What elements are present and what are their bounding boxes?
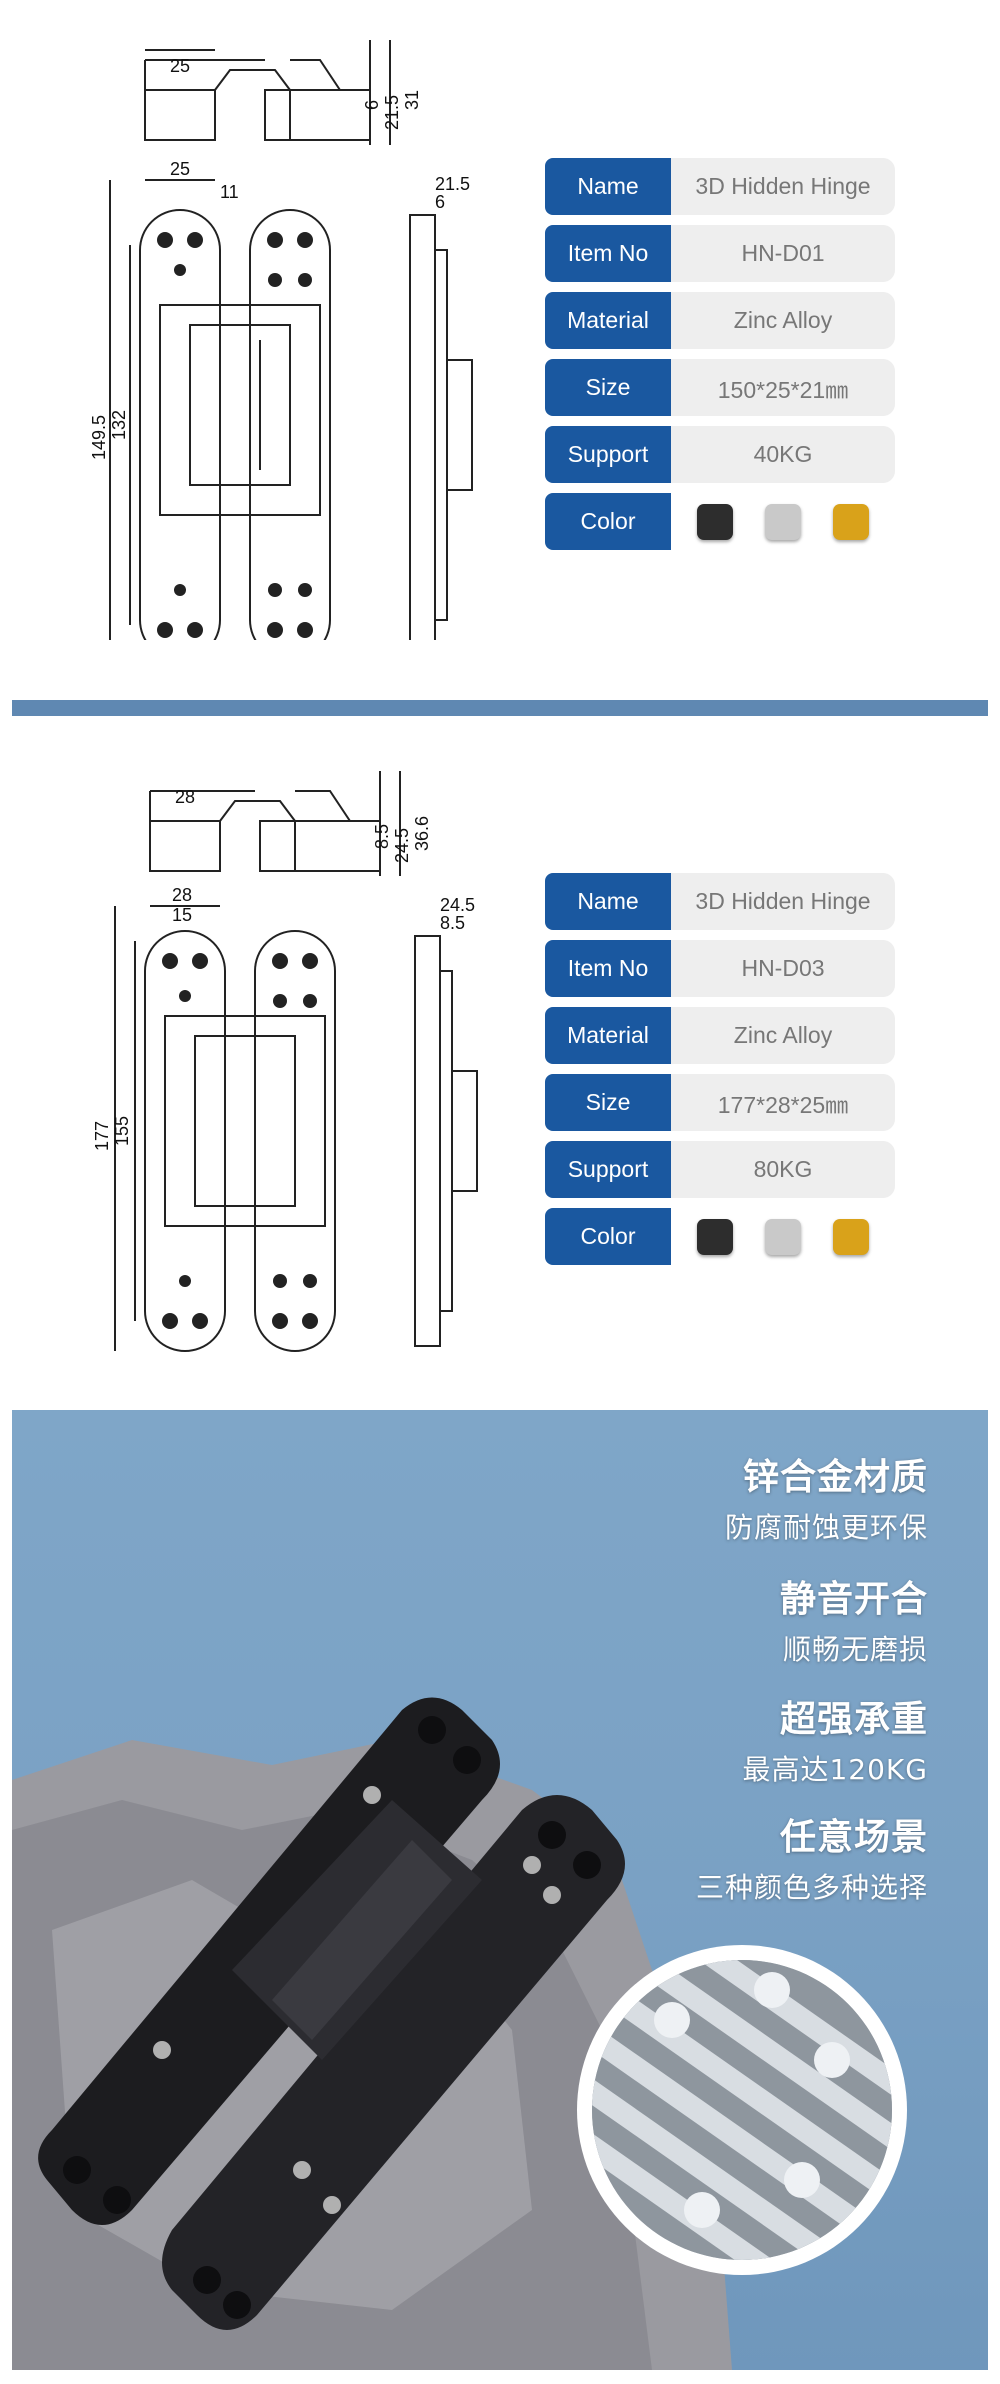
technical-drawing: 25 6 21.5 31 25 11 149.5 132 21.5 6: [89, 40, 473, 640]
spec-value: 80KG: [671, 1141, 895, 1198]
product-section-d03: 28 8.5 24.5 36.6 28 15 177 155 24.5 8.5 …: [0, 716, 1000, 1410]
product-section-d01: 25 6 21.5 31 25 11 149.5 132 21.5 6 Name…: [0, 0, 1000, 700]
spec-label: Name: [545, 158, 671, 215]
feature-banner: 锌合金材质 防腐耐蚀更环保 静音开合 顺畅无磨损 超强承重 最高达120KG 任…: [12, 1410, 988, 2370]
spec-value: Zinc Alloy: [671, 292, 895, 349]
spec-value: 3D Hidden Hinge: [671, 158, 895, 215]
spec-label: Item No: [545, 225, 671, 282]
hinge-product-image: [38, 1697, 625, 2330]
color-swatch-black[interactable]: [697, 1218, 733, 1255]
spec-label: Support: [545, 426, 671, 483]
feature-subtitle: 防腐耐蚀更环保: [724, 1511, 928, 1544]
feature-load: 超强承重 最高达120KG: [742, 1690, 928, 1788]
spec-label: Size: [545, 1074, 671, 1131]
dim-top-h3: 36.6: [412, 816, 432, 851]
dim-top-h1: 8.5: [372, 824, 392, 849]
dim-length-inner: 155: [112, 1116, 132, 1146]
dim-top-h2: 21.5: [382, 95, 402, 130]
spec-label: Name: [545, 873, 671, 930]
color-swatches: [671, 1208, 895, 1265]
dim-length-inner: 132: [109, 410, 129, 440]
spec-label: Material: [545, 1007, 671, 1064]
feature-subtitle: 最高达120KG: [742, 1753, 928, 1786]
spec-row-color: Color: [545, 493, 895, 550]
feature-subtitle: 三种颜色多种选择: [695, 1871, 928, 1904]
spec-label: Material: [545, 292, 671, 349]
dim-side-offset: 6: [435, 192, 445, 212]
color-swatch-silver[interactable]: [765, 503, 801, 540]
feature-title: 静音开合: [779, 1579, 928, 1620]
color-swatches: [671, 493, 895, 550]
spec-label: Color: [545, 1208, 671, 1265]
color-swatch-silver[interactable]: [765, 1218, 801, 1255]
feature-zinc-alloy: 锌合金材质 防腐耐蚀更环保: [725, 1448, 928, 1546]
dim-top-width: 28: [175, 787, 195, 807]
dim-side-offset: 8.5: [440, 913, 465, 933]
section-divider: [12, 700, 988, 716]
dim-top-h3: 31: [402, 90, 422, 110]
spec-label: Color: [545, 493, 671, 550]
dim-top-h2: 24.5: [392, 828, 412, 863]
dim-length-total: 149.5: [89, 415, 109, 460]
feature-subtitle: 顺畅无磨损: [782, 1633, 928, 1666]
dim-top-width: 25: [170, 56, 190, 76]
dim-top-h1: 6: [362, 100, 382, 110]
spec-value: HN-D01: [671, 225, 895, 282]
dim-body-width: 25: [170, 159, 190, 179]
spec-value: 3D Hidden Hinge: [671, 873, 895, 930]
color-swatch-gold[interactable]: [833, 1218, 869, 1255]
spec-value: HN-D03: [671, 940, 895, 997]
dim-length-total: 177: [92, 1121, 112, 1151]
zinc-rods-image: [577, 1945, 907, 2275]
dim-hole: 11: [220, 182, 239, 202]
dim-side-width: 24.5: [440, 895, 475, 915]
dim-body-width: 28: [172, 885, 192, 905]
feature-title: 锌合金材质: [742, 1457, 928, 1498]
color-swatch-black[interactable]: [697, 503, 733, 540]
feature-title: 超强承重: [779, 1699, 928, 1740]
technical-drawing: 28 8.5 24.5 36.6 28 15 177 155 24.5 8.5: [92, 771, 478, 1352]
feature-silent: 静音开合 顺畅无磨损: [780, 1570, 928, 1668]
spec-value: Zinc Alloy: [671, 1007, 895, 1064]
banner-illustration: [12, 1697, 907, 2370]
spec-value: 150*25*21㎜: [671, 359, 895, 416]
spec-value: 40KG: [671, 426, 895, 483]
spec-row-color: Color: [545, 1208, 895, 1265]
spec-value: 177*28*25㎜: [671, 1074, 895, 1131]
dim-hole: 15: [172, 905, 192, 925]
spec-label: Size: [545, 359, 671, 416]
color-swatch-gold[interactable]: [833, 503, 869, 540]
dim-side-width: 21.5: [435, 174, 470, 194]
spec-label: Support: [545, 1141, 671, 1198]
spec-label: Item No: [545, 940, 671, 997]
feature-scenes: 任意场景 三种颜色多种选择: [696, 1808, 928, 1906]
feature-title: 任意场景: [779, 1817, 928, 1858]
